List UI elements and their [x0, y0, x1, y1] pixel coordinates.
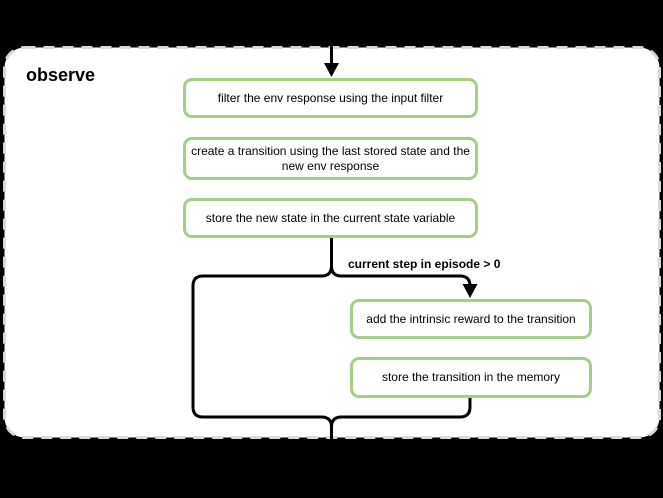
connector-branch-left [191, 265, 333, 462]
node-label: store the transition in the memory [381, 370, 561, 384]
connector-branch-right [330, 265, 472, 287]
node-label: filter the env response using the input … [217, 90, 444, 105]
arrowhead-branch-right-icon [462, 284, 478, 298]
node-store-new-state: store the new state in the current state… [183, 198, 478, 238]
node-add-intrinsic-reward: add the intrinsic reward to the transiti… [350, 299, 592, 339]
diagram-title: observe [26, 65, 96, 85]
node-store-transition: store the transition in the memory [350, 357, 592, 398]
connector-merge-right [330, 397, 472, 462]
node-label: store the new state in the current state… [205, 210, 456, 225]
node-label: add the intrinsic reward to the transiti… [366, 311, 576, 326]
node-create-transition: create a transition using the last store… [183, 137, 478, 180]
condition-label: current step in episode > 0 [348, 257, 501, 271]
arrowhead-entry-icon [324, 63, 339, 77]
node-label: create a transition using the last store… [191, 143, 470, 173]
node-filter-env-response: filter the env response using the input … [183, 78, 478, 118]
